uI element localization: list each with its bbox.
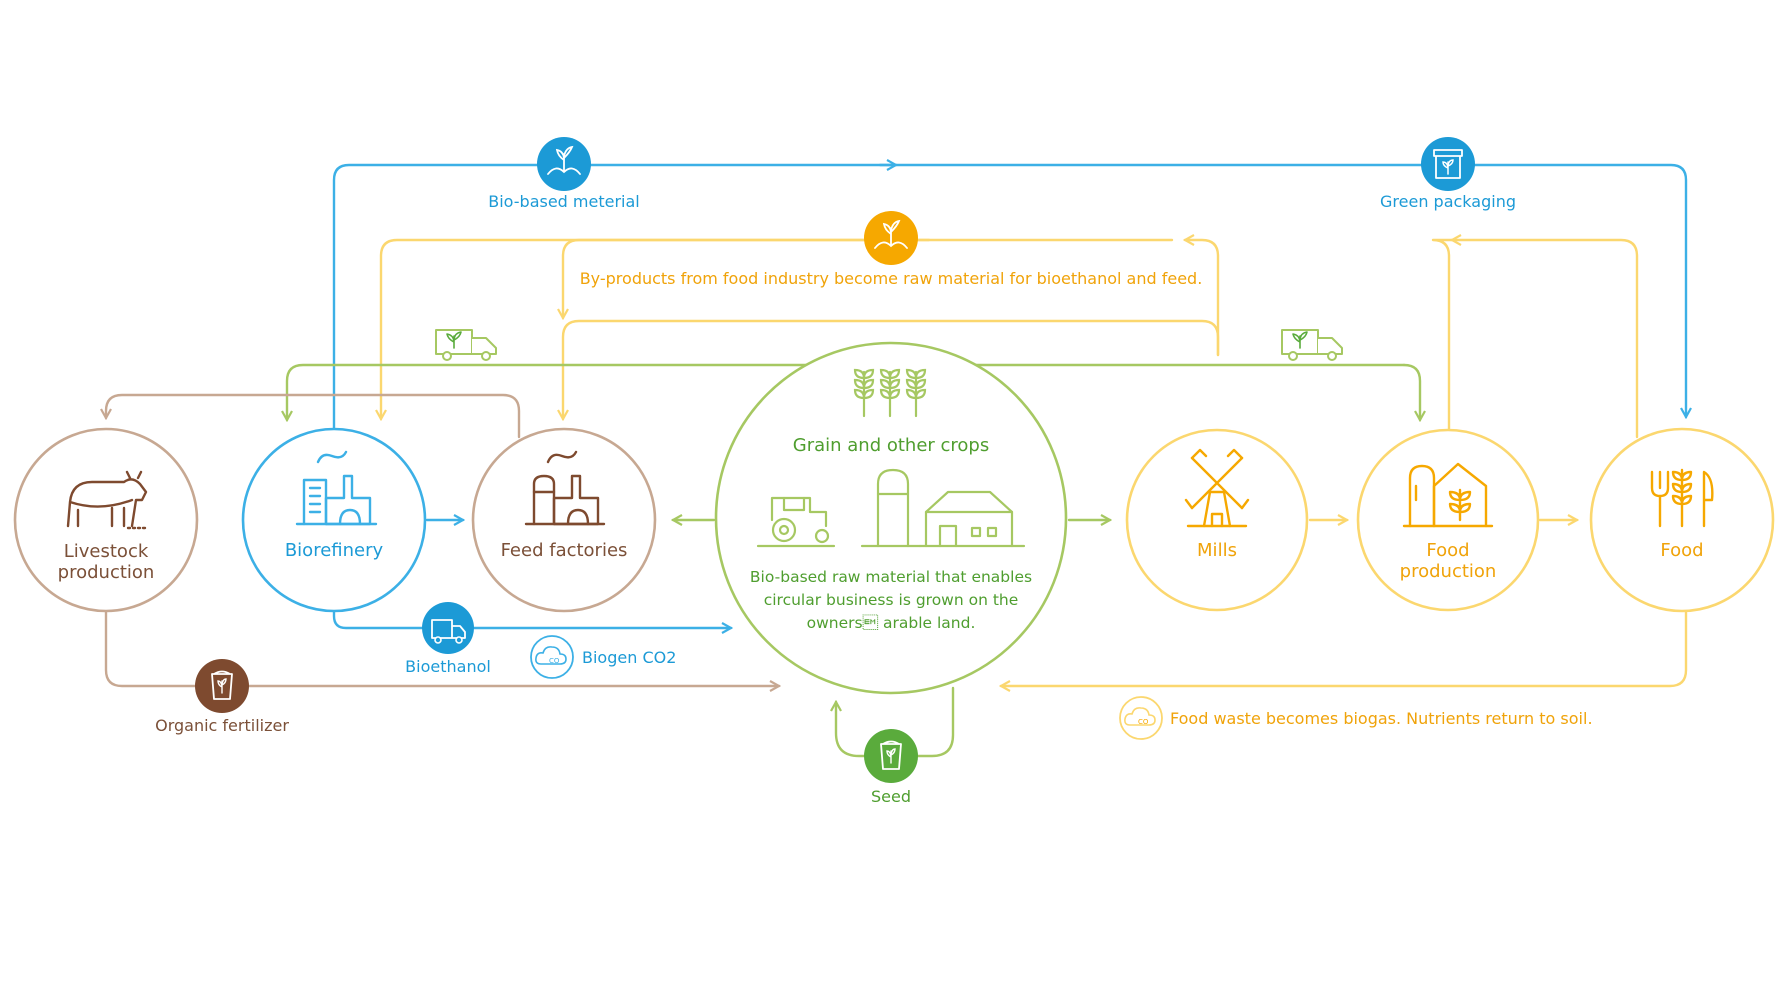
food-factory-icon [1402,462,1494,528]
label-bioethanol: Bioethanol [405,657,491,676]
label-food-waste: Food waste becomes biogas. Nutrients ret… [1170,709,1593,728]
label-center-title: Grain and other crops [793,435,990,456]
svg-text:CO: CO [1138,718,1149,726]
node-biorefinery-circle[interactable] [241,427,427,613]
plant-hands-icon[interactable] [864,211,918,265]
wheat-icon [853,368,927,418]
truck-icon[interactable] [422,602,474,654]
co2-cloud-icon: CO [530,635,574,679]
label-center-text-3: owners arable land. [807,614,976,632]
plant-hands-icon[interactable] [537,137,591,191]
node-center-circle[interactable] [714,341,1068,695]
label-green-packaging: Green packaging [1380,192,1516,211]
silo-icon [860,468,922,548]
label-feed-factories: Feed factories [501,540,628,561]
flow-line-feed-to-livestock [106,393,521,439]
barn-icon [918,490,1026,548]
truck-icon [435,329,497,361]
sack-icon[interactable] [864,729,918,783]
factory-icon [524,450,606,526]
cutlery-icon [1650,468,1714,528]
flow-line-byproducts-from-mills [1185,240,1220,357]
flow-line-organic-fertilizer [104,609,779,686]
node-livestock-circle[interactable] [13,427,199,613]
co2-cloud-icon: CO [1119,696,1163,740]
node-mills-circle[interactable] [1125,428,1309,612]
flow-line-byproducts-outer [381,238,1174,419]
truck-icon [1281,329,1343,361]
label-livestock-2: production [58,562,155,583]
sack-icon[interactable] [195,659,249,713]
label-by-products: By-products from food industry become ra… [580,269,1203,288]
label-center-text-2: circular business is grown on the [764,591,1019,609]
factory-icon [295,450,378,526]
box-icon[interactable] [1421,137,1475,191]
node-feed-factories-circle[interactable] [471,427,657,613]
svg-text:CO: CO [549,657,560,665]
label-biorefinery: Biorefinery [285,540,384,561]
label-bio-based-material: Bio-based meterial [488,192,639,211]
label-livestock-1: Livestock [64,541,149,562]
node-food-production-circle[interactable] [1356,428,1540,612]
flow-line-bioethanol [332,608,731,628]
flow-line-byproducts-inner [563,238,931,318]
label-organic-fertilizer: Organic fertilizer [155,716,289,735]
tractor-icon [756,496,836,548]
flow-line-food-return [1452,240,1639,439]
flow-line-food-prod-return [1431,238,1454,435]
label-food-production-2: production [1400,561,1497,582]
flow-line-food-waste [1001,608,1688,686]
flow-line-mills-to-feed [563,319,1220,419]
label-food: Food [1660,540,1703,561]
flow-line-bio-based-material [332,163,1686,432]
flow-line-grain-distribution [1402,363,1420,420]
label-center-text-1: Bio-based raw material that enables [750,568,1032,586]
label-mills: Mills [1197,540,1237,561]
cow-icon [66,470,148,530]
label-seed: Seed [871,787,911,806]
flow-line-grain-distribution-left [287,363,1406,420]
windmill-icon [1184,448,1250,528]
label-food-production-1: Food [1426,540,1469,561]
label-biogen-co2: Biogen CO2 [582,648,676,667]
